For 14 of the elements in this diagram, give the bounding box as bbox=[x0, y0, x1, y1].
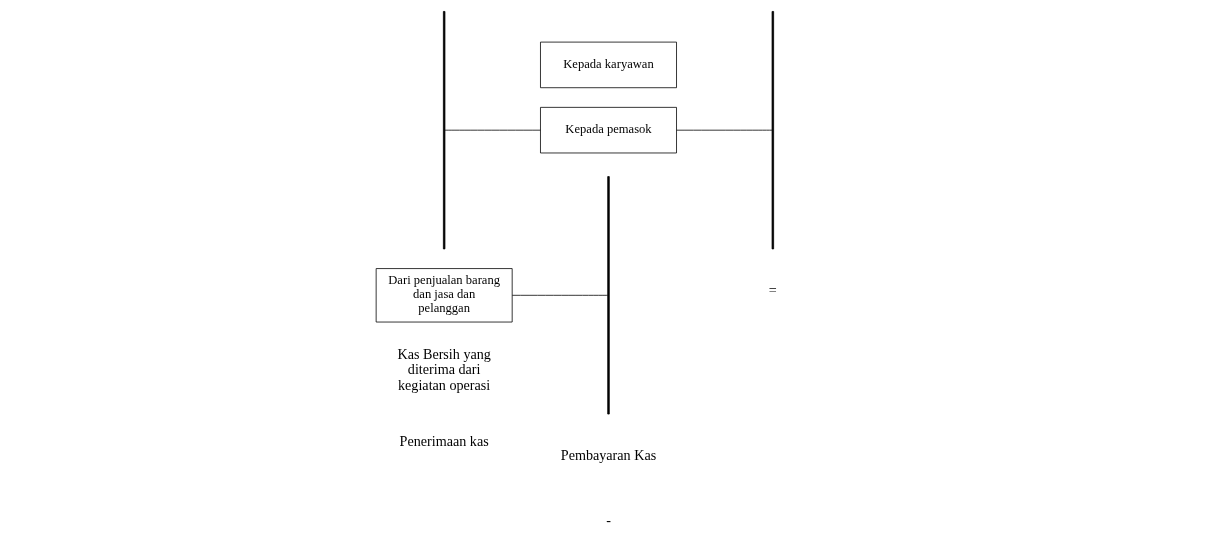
label: = bbox=[768, 281, 777, 298]
label: Kas Bersih yang diterima dari kegiatan operasi bbox=[396, 345, 491, 393]
node-bar bbox=[442, 11, 445, 250]
connector bbox=[511, 294, 608, 296]
label: Penerimaan kas bbox=[399, 432, 489, 449]
connector bbox=[675, 129, 772, 131]
node-bar bbox=[606, 176, 610, 415]
connector bbox=[444, 129, 541, 131]
node-bar bbox=[771, 11, 774, 250]
label: Pembayaran Kas bbox=[560, 446, 656, 463]
node-box: Kepada karyawan bbox=[539, 41, 677, 89]
node-box: Kepada pemasok bbox=[539, 106, 677, 154]
label: - bbox=[605, 512, 611, 529]
node-box: Dari penjualan barang dan jasa dan pelanggan bbox=[375, 268, 513, 323]
